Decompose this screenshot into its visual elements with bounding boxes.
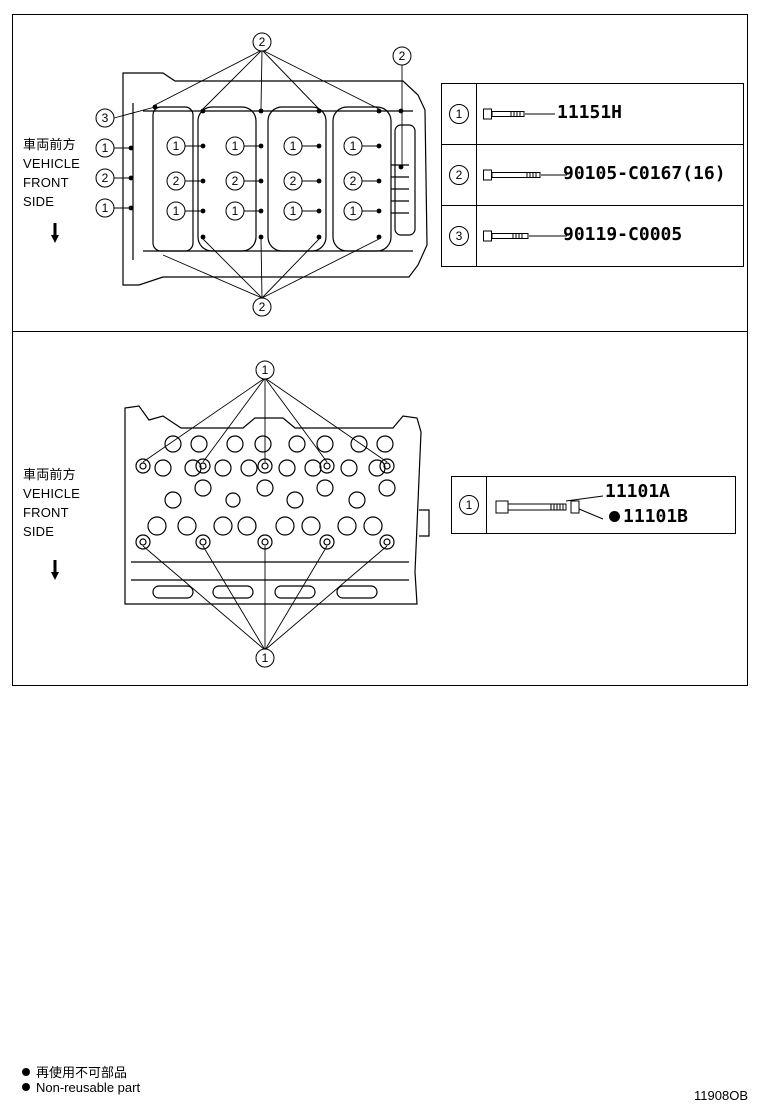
callout-2: 2 (252, 32, 272, 52)
svg-text:1: 1 (232, 204, 239, 218)
head-cover-diagram: 2 2 2 3 1 2 1 1 1 1 1 2 2 2 2 1 1 1 1 (95, 32, 428, 317)
callout-1: 1 (225, 136, 245, 156)
callout-number: 1 (449, 104, 469, 124)
callout-1: 1 (166, 136, 186, 156)
parts-legend-table: 1 11151H 2 90105-C0167( (441, 83, 744, 267)
callout-2: 2 (392, 46, 412, 66)
cylinder-head-diagram: 1 1 (124, 360, 430, 668)
callout-2: 2 (343, 171, 363, 191)
svg-text:2: 2 (102, 171, 109, 185)
non-reusable-note-en: Non-reusable part (22, 1080, 140, 1095)
svg-text:1: 1 (290, 204, 297, 218)
svg-text:2: 2 (259, 35, 266, 49)
callout-1: 1 (166, 201, 186, 221)
bolt-icon (483, 108, 555, 120)
non-reusable-dot-icon (22, 1083, 30, 1091)
top-panel: 車両前方 VEHICLE FRONT SIDE (12, 14, 748, 332)
figure-code: 11908OB (694, 1088, 748, 1103)
svg-text:1: 1 (350, 139, 357, 153)
callout-1: 1 (225, 201, 245, 221)
legend-row: 2 90105-C0167(16) (441, 144, 744, 206)
callout-markers: 1 1 (255, 360, 275, 668)
vehicle-front-label: 車両前方 VEHICLE FRONT SIDE (23, 137, 81, 209)
svg-text:3: 3 (102, 111, 109, 125)
callout-markers: 2 2 2 3 1 2 1 1 1 1 1 2 2 2 2 1 1 1 1 (95, 32, 412, 317)
callout-2: 2 (283, 171, 303, 191)
callout-1: 1 (343, 136, 363, 156)
svg-text:1: 1 (173, 139, 180, 153)
callout-1: 1 (255, 648, 275, 668)
part-number: 11151H (557, 102, 623, 123)
head-bolt-bosses (135, 458, 395, 550)
non-reusable-dot-icon (22, 1068, 30, 1076)
part-number-non-reusable: 11101B (609, 506, 688, 527)
svg-text:1: 1 (262, 651, 269, 665)
callout-1: 1 (343, 201, 363, 221)
callout-1: 1 (283, 136, 303, 156)
callout-2: 2 (166, 171, 186, 191)
part-number: 90105-C0167(16) (563, 163, 726, 184)
svg-text:2: 2 (173, 174, 180, 188)
non-reusable-dot-icon (609, 511, 620, 522)
bottom-panel: 車両前方 VEHICLE FRONT SIDE (12, 331, 748, 686)
non-reusable-note-jp: 再使用不可部品 (22, 1062, 127, 1081)
callout-number: 1 (459, 495, 479, 515)
vehicle-front-label: 車両前方 VEHICLE FRONT SIDE (23, 467, 81, 539)
svg-text:1: 1 (102, 141, 109, 155)
part-number: 11101A (605, 481, 671, 502)
bolt-icon (483, 230, 567, 242)
svg-text:2: 2 (232, 174, 239, 188)
callout-3: 3 (95, 108, 115, 128)
callout-number: 2 (449, 165, 469, 185)
svg-text:2: 2 (399, 49, 406, 63)
callout-2: 2 (252, 297, 272, 317)
svg-text:1: 1 (232, 139, 239, 153)
callout-1: 1 (95, 138, 115, 158)
svg-text:1: 1 (173, 204, 180, 218)
legend-row: 1 11151H (441, 83, 744, 145)
svg-text:2: 2 (290, 174, 297, 188)
callout-1: 1 (95, 198, 115, 218)
callout-1: 1 (283, 201, 303, 221)
bolt-holes (128, 104, 404, 240)
parts-legend-table: 1 11101A 11101B (451, 476, 736, 534)
callout-2: 2 (225, 171, 245, 191)
legend-row: 1 11101A 11101B (451, 476, 736, 534)
svg-text:1: 1 (262, 363, 269, 377)
part-number: 90119-C0005 (563, 224, 683, 245)
head-bolt-washer-icon (495, 495, 604, 520)
svg-text:1: 1 (102, 201, 109, 215)
svg-text:2: 2 (350, 174, 357, 188)
svg-text:1: 1 (290, 139, 297, 153)
svg-text:1: 1 (350, 204, 357, 218)
bolt-icon (483, 169, 567, 181)
callout-number: 3 (449, 226, 469, 246)
front-arrow-icon (51, 560, 59, 580)
callout-2: 2 (95, 168, 115, 188)
legend-row: 3 90119-C0005 (441, 205, 744, 267)
front-arrow-icon (51, 223, 59, 243)
svg-text:2: 2 (259, 300, 266, 314)
callout-1: 1 (255, 360, 275, 380)
